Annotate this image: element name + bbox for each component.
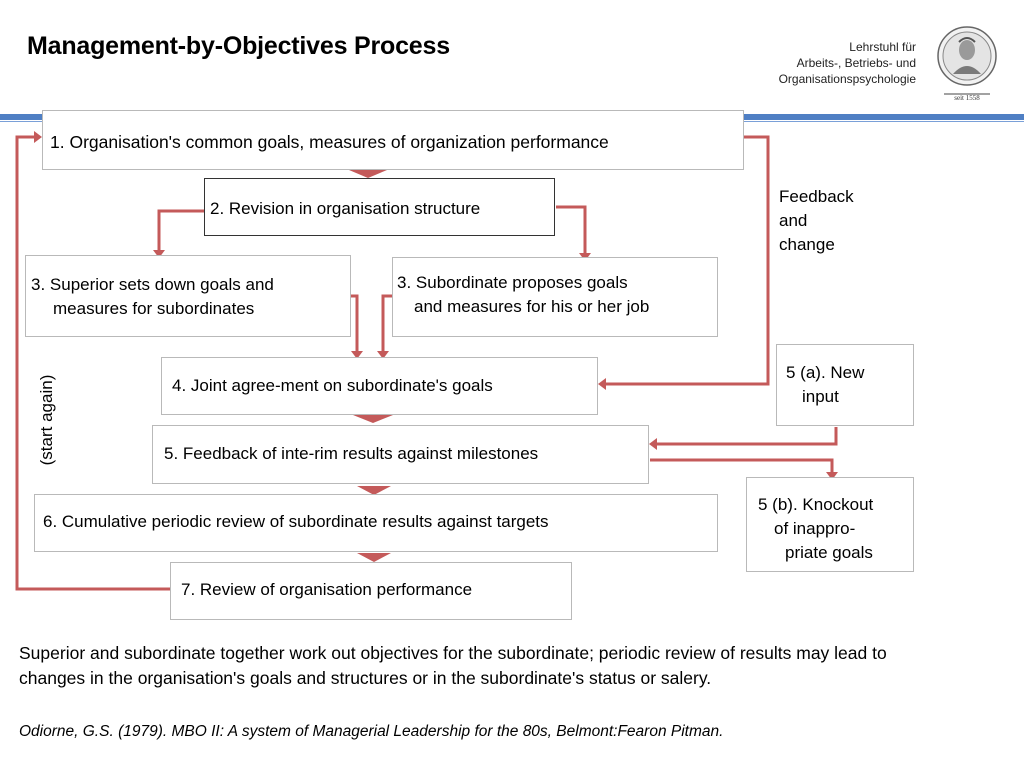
- step-5a-box: 5 (a). New input: [776, 344, 914, 426]
- university-seal-icon: seit 1558: [937, 26, 997, 102]
- step-3b-box: 3. Subordinate proposes goals and measur…: [392, 257, 718, 337]
- description-text: Superior and subordinate together work o…: [19, 643, 887, 688]
- connector-3a-to-4: [351, 294, 359, 353]
- step-3b-line-2: and measures for his or her job: [414, 297, 650, 316]
- connector-5-to-5b: [650, 458, 834, 474]
- feedback-line-3: change: [779, 235, 835, 254]
- feedback-line-1: Feedback: [779, 187, 854, 206]
- connector-5a-to-5: [653, 427, 838, 446]
- step-marker-6-7: [357, 553, 391, 562]
- connector-3b-to-4: [381, 294, 392, 353]
- chair-line-1: Lehrstuhl für: [849, 40, 916, 54]
- arrowhead-5: [649, 438, 657, 450]
- step-marker-1-2: [349, 170, 387, 178]
- arrowhead-1: [34, 131, 42, 143]
- step-4-label: 4. Joint agree-ment on subordinate's goa…: [172, 376, 493, 395]
- step-5b-line-3: priate goals: [785, 543, 873, 562]
- step-2-box: 2. Revision in organisation structure: [204, 178, 555, 236]
- citation-text: Odiorne, G.S. (1979). MBO II: A system o…: [19, 723, 724, 740]
- step-5b-box: 5 (b). Knockout of inappro- priate goals: [746, 477, 914, 572]
- step-5-label: 5. Feedback of inte-rim results against …: [164, 444, 539, 463]
- step-5-box: 5. Feedback of inte-rim results against …: [152, 425, 649, 484]
- connector-2-to-3a: [157, 209, 204, 252]
- arrowhead-3a: [153, 250, 165, 258]
- step-2-label: 2. Revision in organisation structure: [210, 199, 481, 218]
- arrowhead-4-right: [377, 351, 389, 359]
- step-5a-line-1: 5 (a). New: [786, 363, 865, 382]
- connector-feedback-loop: [603, 135, 770, 386]
- step-4-box: 4. Joint agree-ment on subordinate's goa…: [161, 357, 598, 415]
- feedback-label: Feedback and change: [779, 185, 854, 257]
- step-5b-line-1: 5 (b). Knockout: [758, 495, 874, 514]
- connector-start-again: [15, 135, 170, 591]
- chair-line-3: Organisationspsychologie: [778, 72, 916, 86]
- step-5b-line-2: of inappro-: [774, 519, 856, 538]
- step-3b-line-1: 3. Subordinate proposes goals: [397, 273, 628, 292]
- step-6-box: 6. Cumulative periodic review of subordi…: [34, 494, 718, 552]
- step-marker-4-5: [353, 415, 393, 423]
- feedback-line-2: and: [779, 211, 808, 230]
- step-7-box: 7. Review of organisation performance: [170, 562, 572, 620]
- step-3a-line-2: measures for subordinates: [53, 299, 255, 318]
- chair-name: Lehrstuhl für Arbeits-, Betriebs- und Or…: [776, 39, 916, 87]
- seal-text: seit 1558: [954, 94, 980, 102]
- step-marker-5-6: [357, 486, 391, 495]
- page-title: Management-by-Objectives Process: [27, 32, 450, 60]
- arrowhead-4-left: [351, 351, 363, 359]
- chair-line-2: Arbeits-, Betriebs- und: [796, 56, 916, 70]
- step-3a-line-1: 3. Superior sets down goals and: [31, 275, 274, 294]
- step-1-box: 1. Organisation's common goals, measures…: [42, 110, 744, 170]
- arrowhead-feedback: [598, 378, 606, 390]
- connector-2-to-3b: [556, 205, 587, 255]
- step-7-label: 7. Review of organisation performance: [181, 580, 473, 599]
- step-1-label: 1. Organisation's common goals, measures…: [50, 132, 609, 152]
- arrowhead-5b: [826, 472, 838, 480]
- step-6-label: 6. Cumulative periodic review of subordi…: [43, 512, 549, 531]
- step-5a-line-2: input: [802, 387, 839, 406]
- step-3a-box: 3. Superior sets down goals and measures…: [25, 255, 351, 337]
- start-again-label: (start again): [37, 374, 56, 466]
